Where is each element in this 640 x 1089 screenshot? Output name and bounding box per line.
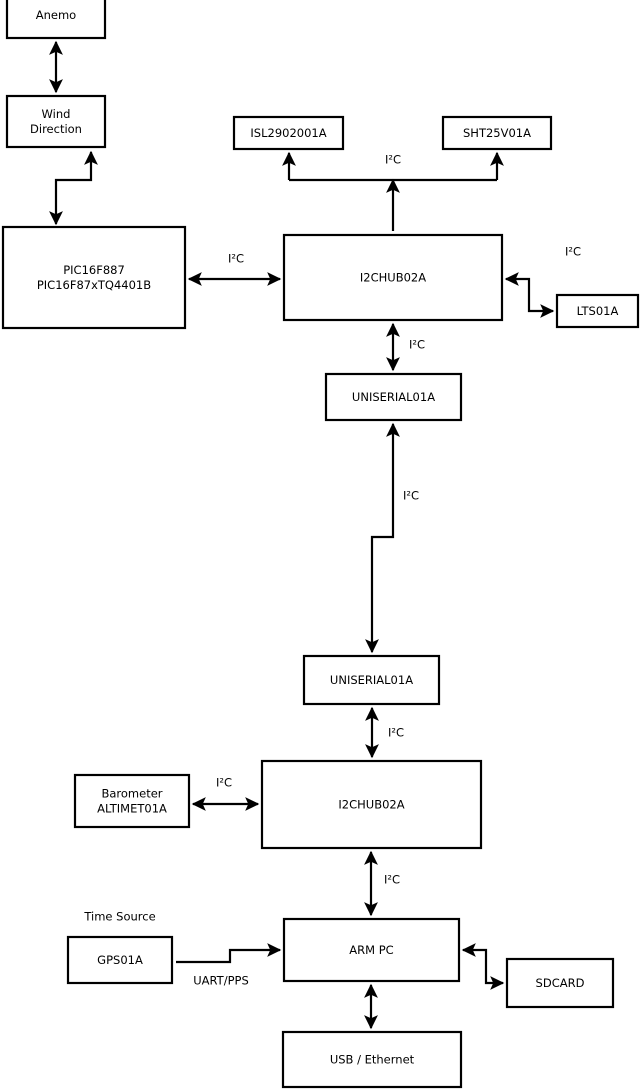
edge-label-uniserial2-hub2: I²C <box>388 726 404 740</box>
node-sdcard[interactable]: SDCARD <box>505 957 615 1009</box>
node-label-anemo: Anemo <box>36 8 76 22</box>
node-lts[interactable]: LTS01A <box>555 293 640 329</box>
node-label-uniserial-1: UNISERIAL01A <box>352 390 435 404</box>
node-box-gps[interactable] <box>66 935 174 985</box>
edge-label-gps-armpc: UART/PPS <box>193 974 249 988</box>
edge-label-hub-sensors: I²C <box>385 153 401 167</box>
edge-label-uniserial1-uniserial2: I²C <box>403 489 419 503</box>
node-box-wind-dir[interactable] <box>5 94 107 149</box>
edge-hub-sensors: I²C <box>282 151 504 231</box>
edge-segment <box>365 422 400 654</box>
edge-label-hub2-armpc: I²C <box>384 873 400 887</box>
edge-segment <box>461 943 505 990</box>
free-labels-layer: Time Source <box>83 910 155 924</box>
edge-barometer-hub2: I²C <box>191 776 260 811</box>
node-box-isl[interactable] <box>232 115 345 151</box>
node-box-hub-bottom[interactable] <box>260 759 483 850</box>
node-box-pic[interactable] <box>1 225 187 330</box>
node-label-sdcard: SDCARD <box>536 976 585 990</box>
node-label-lts: LTS01A <box>577 304 619 318</box>
edge-hub-uniserial1: I²C <box>386 322 425 372</box>
node-box-uniserial-1[interactable] <box>324 372 463 422</box>
edges-layer: I²C I²C I²C I²C I²C I²C I²C I²C UART/PPS <box>49 40 581 1030</box>
edge-label-pic-hub: I²C <box>228 252 244 266</box>
node-label-arm-pc: ARM PC <box>349 943 393 957</box>
node-usb-ethernet[interactable]: USB / Ethernet <box>281 1030 463 1089</box>
node-box-uniserial-2[interactable] <box>302 654 441 706</box>
node-hub-top[interactable]: I2CHUB02A <box>282 233 504 322</box>
node-uniserial-1[interactable]: UNISERIAL01A <box>324 372 463 422</box>
edge-pic-hub: I²C <box>187 252 282 286</box>
node-label-sht: SHT25V01A <box>463 126 531 140</box>
node-arm-pc[interactable]: ARM PC <box>282 917 461 983</box>
edge-uniserial1-uniserial2: I²C <box>365 422 419 654</box>
edge-segment <box>504 272 555 318</box>
node-box-lts[interactable] <box>555 293 640 329</box>
node-box-barometer[interactable] <box>73 773 191 829</box>
edge-label-hub-uniserial1: I²C <box>409 338 425 352</box>
node-box-anemo[interactable] <box>5 0 107 40</box>
edge-uniserial2-hub2: I²C <box>365 706 404 759</box>
node-box-sdcard[interactable] <box>505 957 615 1009</box>
node-box-hub-top[interactable] <box>282 233 504 322</box>
node-hub-bottom[interactable]: I2CHUB02A <box>260 759 483 850</box>
node-sht[interactable]: SHT25V01A <box>441 115 553 151</box>
edge-hub2-armpc: I²C <box>364 850 400 917</box>
node-box-sht[interactable] <box>441 115 553 151</box>
edge-gps-armpc: UART/PPS <box>176 943 282 988</box>
edge-hub-lts: I²C <box>504 245 581 318</box>
edge-segment <box>176 943 282 964</box>
node-anemo[interactable]: Anemo <box>5 0 107 40</box>
node-box-usb-ethernet[interactable] <box>281 1030 463 1089</box>
node-label-hub-bottom: I2CHUB02A <box>338 797 404 811</box>
edge-segment <box>49 150 98 226</box>
node-label-usb-ethernet: USB / Ethernet <box>330 1052 415 1066</box>
node-label-gps: GPS01A <box>97 953 143 967</box>
node-label-uniserial-2: UNISERIAL01A <box>330 673 413 687</box>
node-box-arm-pc[interactable] <box>282 917 461 983</box>
free-label-time-source: Time Source <box>83 910 155 924</box>
node-isl[interactable]: ISL2902001A <box>232 115 345 151</box>
node-label-hub-top: I2CHUB02A <box>360 270 426 284</box>
edge-label-barometer-hub2: I²C <box>216 776 232 790</box>
edge-pic-wind <box>49 150 98 226</box>
node-uniserial-2[interactable]: UNISERIAL01A <box>302 654 441 706</box>
edge-armpc-sdcard <box>461 943 505 990</box>
node-label-isl: ISL2902001A <box>250 126 326 140</box>
edge-label-hub-lts: I²C <box>565 245 581 259</box>
node-gps[interactable]: GPS01A <box>66 935 174 985</box>
